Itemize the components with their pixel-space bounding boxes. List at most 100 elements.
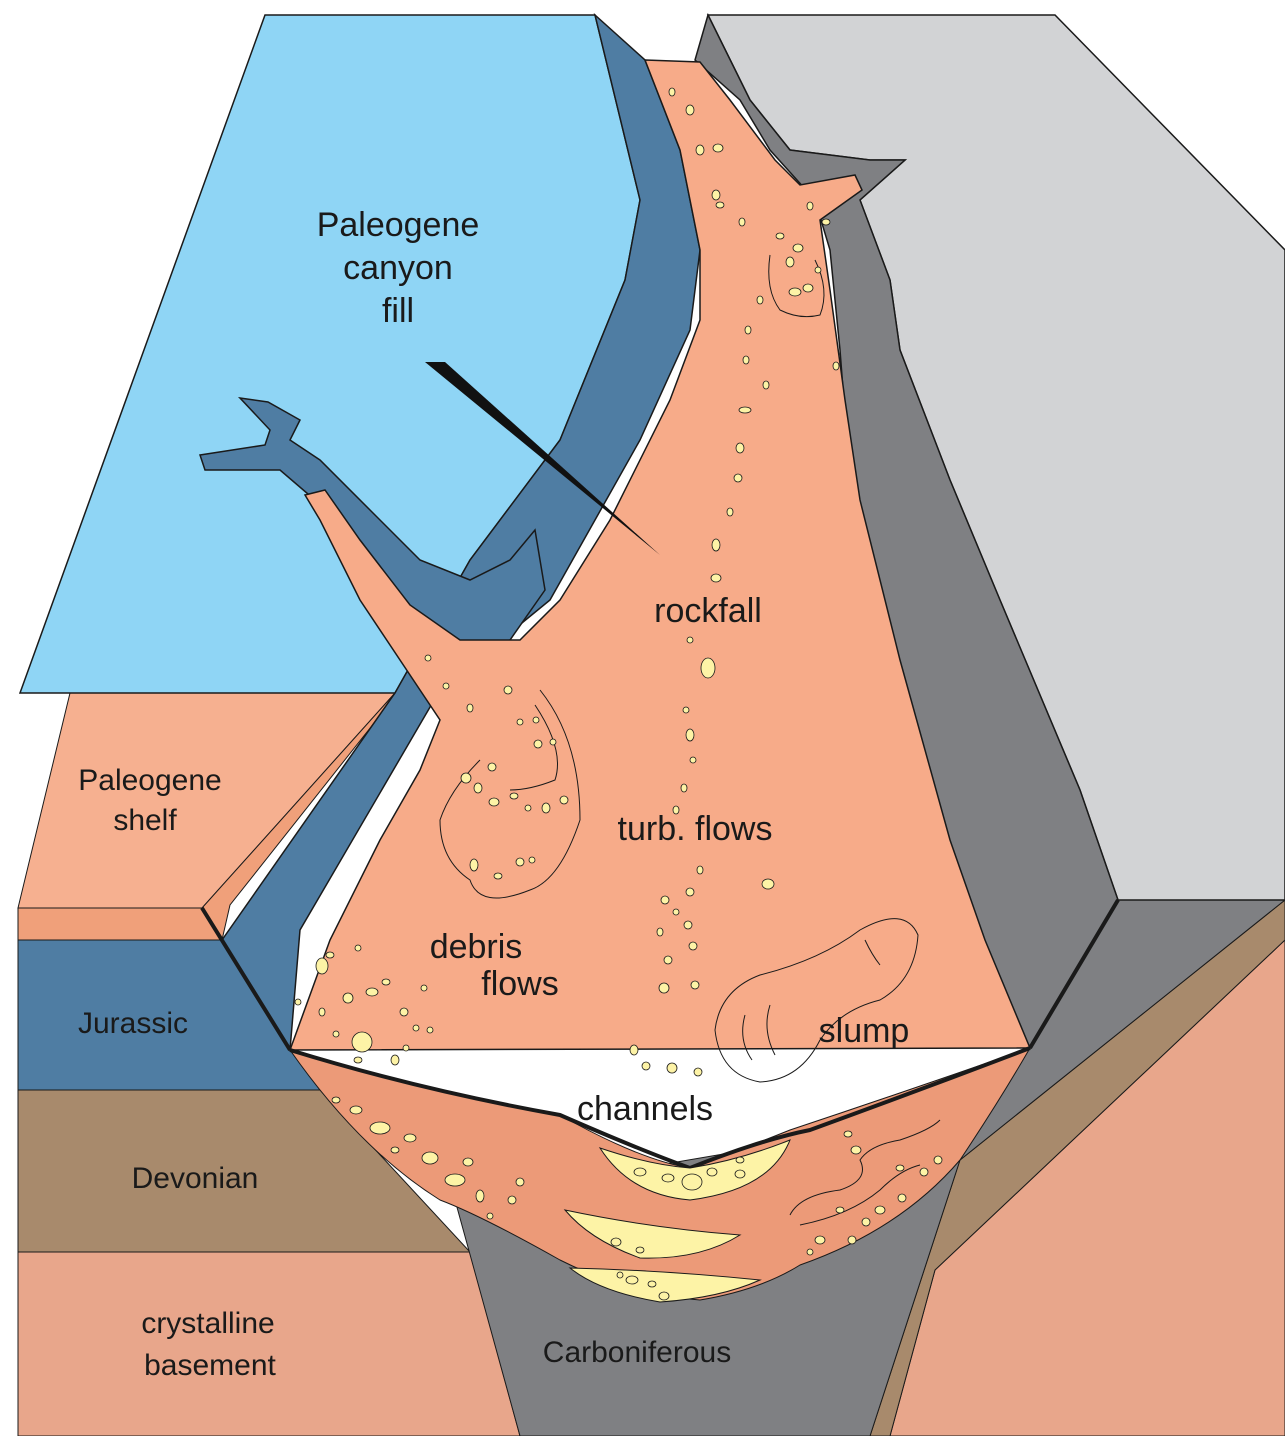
clast <box>648 1281 656 1287</box>
clast <box>681 784 687 792</box>
clast <box>745 326 751 334</box>
clast <box>403 1045 409 1051</box>
clast <box>682 1174 702 1190</box>
clast <box>776 233 784 239</box>
label-channels: channels <box>577 1090 713 1128</box>
clast <box>332 1097 340 1103</box>
clast <box>686 729 694 741</box>
clast <box>404 1134 416 1142</box>
clast <box>550 739 556 745</box>
clast <box>757 296 763 304</box>
clast <box>691 981 699 989</box>
clast <box>716 202 724 208</box>
clast <box>696 145 704 155</box>
clast <box>736 1157 744 1163</box>
clast <box>461 773 471 783</box>
clast <box>489 798 499 806</box>
clast <box>529 857 535 863</box>
clast <box>763 381 769 389</box>
shelf-label-line-2: shelf <box>113 804 177 837</box>
clast <box>476 1190 484 1202</box>
clast <box>463 1158 473 1166</box>
clast <box>474 783 482 793</box>
clast <box>470 859 478 871</box>
clast <box>697 866 703 874</box>
clast <box>391 1055 399 1065</box>
clast <box>683 707 689 713</box>
paleogene-shelf-strip <box>18 908 222 940</box>
clast <box>686 888 694 896</box>
clast <box>687 637 693 643</box>
clast <box>743 356 749 364</box>
clast <box>542 803 550 813</box>
clast <box>382 979 390 985</box>
clast <box>516 858 524 866</box>
clast <box>634 1168 646 1176</box>
label-turbidity-flows: turb. flows <box>618 810 773 848</box>
label-jurassic: Jurassic <box>78 1007 188 1040</box>
clast <box>803 284 813 292</box>
clast <box>762 879 774 889</box>
clast <box>727 508 733 516</box>
clast <box>833 362 839 370</box>
clast <box>684 921 692 929</box>
clast <box>319 1008 325 1016</box>
canyon-fill-label-line-3: fill <box>382 292 414 330</box>
clast <box>508 1196 516 1204</box>
clast <box>326 952 334 958</box>
clast <box>898 1194 906 1202</box>
clast <box>445 1174 465 1186</box>
clast <box>467 704 473 712</box>
clast <box>822 219 830 225</box>
clast <box>673 909 679 915</box>
clast <box>611 1238 621 1246</box>
clast <box>734 474 742 482</box>
clast <box>836 1207 844 1213</box>
clast <box>736 443 744 453</box>
clast <box>661 896 669 904</box>
clast <box>295 999 301 1005</box>
clast <box>413 1025 419 1031</box>
clast <box>400 1008 408 1016</box>
clast <box>617 1272 623 1278</box>
clast <box>504 686 512 694</box>
clast <box>701 658 715 678</box>
debris-label-line-2: flows <box>481 965 558 1003</box>
debris-label-line-1: debris <box>430 928 523 966</box>
clast <box>807 202 813 210</box>
clast <box>739 407 751 413</box>
clast <box>815 267 821 273</box>
clast <box>807 1249 813 1255</box>
clast <box>934 1156 942 1164</box>
clast <box>427 1027 433 1033</box>
clast <box>534 740 542 748</box>
clast <box>896 1165 904 1171</box>
clast <box>443 683 449 689</box>
clast <box>711 574 721 582</box>
clast <box>366 988 378 996</box>
clast <box>421 985 427 991</box>
clast <box>713 144 723 152</box>
basement-label-line-2: basement <box>144 1349 276 1382</box>
clast <box>560 796 568 804</box>
shelf-label-line-1: Paleogene <box>78 764 221 797</box>
clast <box>875 1206 885 1214</box>
clast <box>707 1168 717 1176</box>
clast <box>694 1068 702 1076</box>
clast <box>355 945 361 951</box>
clast <box>333 1031 339 1037</box>
clast <box>793 244 803 252</box>
label-devonian: Devonian <box>132 1162 259 1195</box>
clast <box>920 1168 928 1176</box>
clast <box>667 1063 677 1073</box>
clast <box>739 218 745 226</box>
label-slump: slump <box>819 1012 910 1050</box>
crystalline-basement-left <box>18 1252 520 1436</box>
basement-label-line-1: crystalline <box>141 1307 274 1340</box>
clast <box>533 717 539 723</box>
clast <box>626 1276 638 1284</box>
clast <box>343 993 353 1003</box>
clast <box>659 983 669 993</box>
clast <box>815 1236 825 1244</box>
clast <box>642 1062 650 1070</box>
